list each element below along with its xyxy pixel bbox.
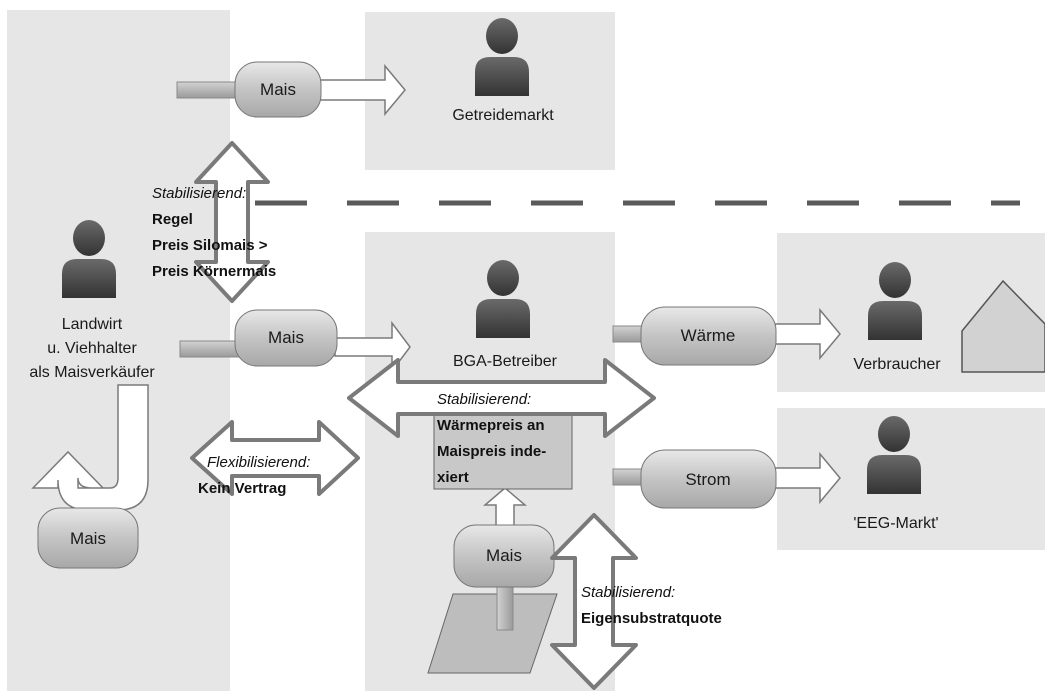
person-icon-verbraucher xyxy=(868,262,922,340)
pill-mais-bottom-label: Mais xyxy=(486,546,522,565)
flow-waerme: Wärme xyxy=(612,306,841,366)
annotation-waermepreis-line3: xiert xyxy=(437,469,469,486)
flow-mais-selfuse: Mais xyxy=(31,384,149,569)
actor-eeg-label: 'EEG-Markt' xyxy=(853,515,938,532)
pill-mais-top xyxy=(234,61,322,118)
annotation-vertrag-italic: Flexibilisierend: xyxy=(207,454,310,471)
person-icon-bga xyxy=(476,260,530,338)
flow-mais-eigensubstrat: Mais xyxy=(427,487,558,674)
field-shape xyxy=(427,593,558,674)
actor-landwirt-label-line2: u. Viehhalter xyxy=(47,340,137,357)
annotation-regel-italic: Stabilisierend: xyxy=(152,185,246,202)
pill-mais-top-label: Mais xyxy=(260,80,296,99)
pill-mais-left xyxy=(37,507,139,569)
annotation-waermepreis-line1: Wärmepreis an xyxy=(437,417,545,434)
waermepreis-box xyxy=(433,411,573,490)
pill-mais-left-label: Mais xyxy=(70,529,106,548)
pill-strom-label: Strom xyxy=(685,470,730,489)
actor-landwirt-label-line1: Landwirt xyxy=(62,316,123,333)
person-icon-getreidemarkt xyxy=(475,18,529,96)
annotation-waermepreis: Stabilisierend: Wärmepreis an Maispreis … xyxy=(437,391,546,486)
actor-verbraucher-label: Verbraucher xyxy=(853,356,941,373)
person-icon-landwirt xyxy=(62,220,116,298)
annotation-eigensubstrat-italic: Stabilisierend: xyxy=(581,584,675,601)
annotation-regel-line3: Preis Körnermais xyxy=(152,263,276,280)
annotation-vertrag-line1: Kein Vertrag xyxy=(198,480,286,497)
annotation-waermepreis-line2: Maispreis inde- xyxy=(437,443,546,460)
pill-mais-mid xyxy=(234,309,338,367)
actor-landwirt-label-line3: als Maisverkäufer xyxy=(29,364,155,381)
double-arrow-horizontal-vertrag xyxy=(190,420,360,496)
double-arrow-horizontal-waermepreis xyxy=(347,358,656,438)
house-icon xyxy=(961,279,1045,373)
double-arrow-vertical-regel xyxy=(194,141,270,303)
annotation-eigensubstrat: Stabilisierend: Eigensubstratquote xyxy=(581,584,722,627)
flow-mais-to-bga: Mais xyxy=(179,309,411,374)
annotation-regel-line2: Preis Silomais > xyxy=(152,237,268,254)
actor-getreidemarkt-label: Getreidemarkt xyxy=(452,107,554,124)
flow-strom: Strom xyxy=(612,449,841,509)
flow-mais-to-getreidemarkt: Mais xyxy=(176,61,406,118)
pill-mais-mid-label: Mais xyxy=(268,328,304,347)
annotation-regel-line1: Regel xyxy=(152,211,193,228)
pill-waerme xyxy=(640,306,777,366)
annotation-vertrag: Flexibilisierend: Kein Vertrag xyxy=(198,454,310,497)
annotation-waermepreis-italic: Stabilisierend: xyxy=(437,391,531,408)
annotation-regel: Stabilisierend: Regel Preis Silomais > P… xyxy=(152,185,276,280)
double-arrow-vertical-eigensubstrat xyxy=(550,513,638,690)
pill-strom xyxy=(640,449,777,509)
actor-bga-label: BGA-Betreiber xyxy=(453,353,558,370)
pill-waerme-label: Wärme xyxy=(681,326,736,345)
annotation-eigensubstrat-line1: Eigensubstratquote xyxy=(581,610,722,627)
person-icon-eeg xyxy=(867,416,921,494)
